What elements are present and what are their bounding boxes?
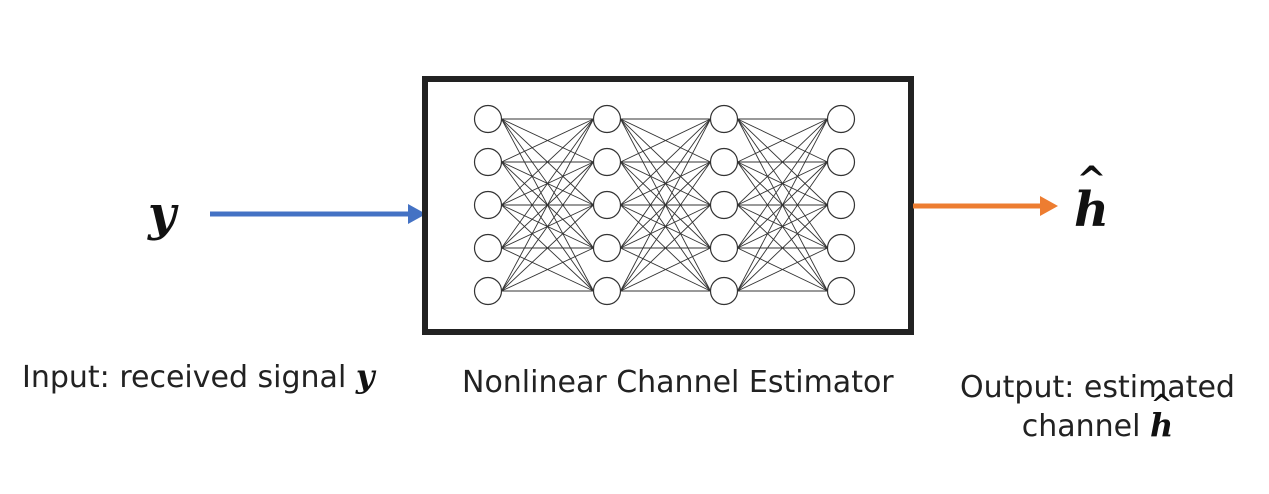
network-connection bbox=[501, 247, 594, 292]
neuron-layer2-node2 bbox=[592, 147, 622, 177]
network-connection bbox=[737, 161, 828, 292]
network-connection bbox=[620, 204, 711, 292]
neuron-layer4-node4 bbox=[826, 233, 856, 263]
network-connection bbox=[737, 247, 828, 292]
neuron-layer1-node3 bbox=[473, 190, 503, 220]
neuron-layer3-node2 bbox=[709, 147, 739, 177]
output-caption: Output: estimated channel ^ h bbox=[930, 370, 1265, 445]
neuron-layer1-node4 bbox=[473, 233, 503, 263]
input-symbol-y: y bbox=[148, 190, 176, 238]
neuron-layer1-node1 bbox=[473, 104, 503, 134]
output-caption-symbol-text: h bbox=[1150, 406, 1174, 444]
network-connection bbox=[620, 118, 711, 249]
network-connection bbox=[620, 118, 711, 206]
neuron-layer4-node1 bbox=[826, 104, 856, 134]
output-symbol-h-hat: ^ h bbox=[1074, 162, 1109, 234]
neuron-layer3-node4 bbox=[709, 233, 739, 263]
neuron-layer3-node1 bbox=[709, 104, 739, 134]
network-connection bbox=[737, 204, 828, 292]
neuron-layer2-node4 bbox=[592, 233, 622, 263]
input-caption: Input: received signal y bbox=[22, 357, 374, 396]
network-connection bbox=[620, 118, 711, 292]
output-caption-symbol: ^ h bbox=[1150, 390, 1174, 444]
network-connection bbox=[501, 118, 594, 292]
input-symbol-text: y bbox=[148, 186, 176, 242]
network-connection bbox=[620, 161, 711, 292]
neuron-layer3-node5 bbox=[709, 276, 739, 306]
network-connection bbox=[501, 118, 594, 206]
network-connection bbox=[737, 118, 828, 249]
network-connection bbox=[737, 118, 828, 292]
network-connection bbox=[501, 118, 594, 249]
neuron-layer1-node5 bbox=[473, 276, 503, 306]
estimator-caption-text: Nonlinear Channel Estimator bbox=[462, 365, 894, 400]
input-caption-symbol: y bbox=[355, 357, 375, 395]
output-symbol-text: h bbox=[1074, 182, 1109, 238]
estimator-caption: Nonlinear Channel Estimator bbox=[462, 365, 894, 401]
neuron-layer4-node3 bbox=[826, 190, 856, 220]
output-caption-hat: ^ bbox=[1150, 390, 1173, 420]
output-caption-line2-text: channel bbox=[1021, 409, 1141, 444]
output-arrowhead bbox=[1040, 196, 1058, 216]
neuron-layer1-node2 bbox=[473, 147, 503, 177]
network-connection bbox=[620, 118, 711, 163]
network-connection bbox=[501, 204, 594, 292]
neural-network bbox=[473, 104, 856, 306]
neuron-layer3-node3 bbox=[709, 190, 739, 220]
input-caption-text: Input: received signal bbox=[22, 360, 347, 395]
network-connection bbox=[501, 118, 594, 163]
neuron-layer2-node5 bbox=[592, 276, 622, 306]
neuron-layer2-node3 bbox=[592, 190, 622, 220]
input-arrowhead bbox=[408, 204, 426, 224]
output-caption-line2: channel ^ h bbox=[930, 390, 1265, 445]
output-symbol-hat: ^ bbox=[1076, 159, 1107, 201]
network-connection bbox=[737, 118, 828, 163]
neuron-layer4-node2 bbox=[826, 147, 856, 177]
output-caption-line1: Output: estimated bbox=[960, 370, 1235, 405]
neuron-layer2-node1 bbox=[592, 104, 622, 134]
network-connection bbox=[737, 118, 828, 206]
estimator-box bbox=[422, 76, 914, 335]
network-connection bbox=[501, 161, 594, 292]
network-connection bbox=[620, 247, 711, 292]
neuron-layer4-node5 bbox=[826, 276, 856, 306]
